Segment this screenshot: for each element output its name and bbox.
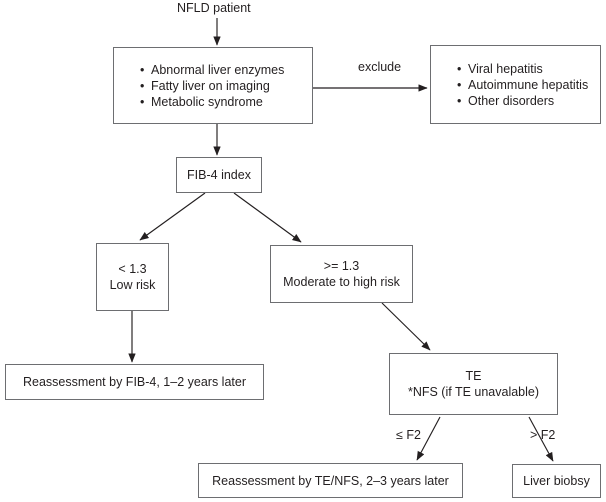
edge-fib4-to-high-risk <box>233 192 302 243</box>
reassess-fib4-label: Reassessment by FIB-4, 1–2 years later <box>22 375 246 389</box>
criteria-line-2: Fatty liver on imaging <box>140 78 270 94</box>
node-liver-biopsy: Liver biobsy <box>512 464 601 498</box>
low-risk-line-2: Low risk <box>109 278 156 292</box>
edge-label-f2-high: > F2 <box>530 428 556 442</box>
te-line-2: *NFS (if TE unavalable) <box>407 385 540 399</box>
liver-biopsy-label: Liver biobsy <box>523 474 590 488</box>
exclusions-line-1: Viral hepatitis <box>457 61 543 77</box>
node-exclusions: Viral hepatitis Autoimmune hepatitis Oth… <box>430 45 601 124</box>
edge-high-risk-to-te <box>381 302 431 351</box>
criteria-line-1: Abnormal liver enzymes <box>140 62 284 78</box>
high-risk-line-2: Moderate to high risk <box>283 275 400 289</box>
node-fib4-index: FIB-4 index <box>176 157 262 193</box>
node-te: TE *NFS (if TE unavalable) <box>389 353 558 415</box>
reassess-te-label: Reassessment by TE/NFS, 2–3 years later <box>212 473 449 488</box>
fib4-label: FIB-4 index <box>187 168 251 182</box>
te-line-1: TE <box>465 369 482 383</box>
criteria-line-3: Metabolic syndrome <box>140 94 263 110</box>
exclusions-line-3: Other disorders <box>457 93 554 109</box>
edge-label-f2-low: ≤ F2 <box>396 428 421 442</box>
low-risk-line-1: < 1.3 <box>118 262 147 276</box>
node-criteria: Abnormal liver enzymes Fatty liver on im… <box>113 47 313 124</box>
node-reassess-fib4: Reassessment by FIB-4, 1–2 years later <box>5 364 264 400</box>
edge-label-exclude: exclude <box>358 60 402 74</box>
node-high-risk: >= 1.3 Moderate to high risk <box>270 245 413 303</box>
high-risk-line-1: >= 1.3 <box>323 259 360 273</box>
diagram-title: NFLD patient <box>177 1 251 15</box>
exclusions-line-2: Autoimmune hepatitis <box>457 77 588 93</box>
node-low-risk: < 1.3 Low risk <box>96 243 169 311</box>
edge-fib4-to-low-risk <box>139 192 206 241</box>
node-reassess-te: Reassessment by TE/NFS, 2–3 years later <box>198 463 463 498</box>
